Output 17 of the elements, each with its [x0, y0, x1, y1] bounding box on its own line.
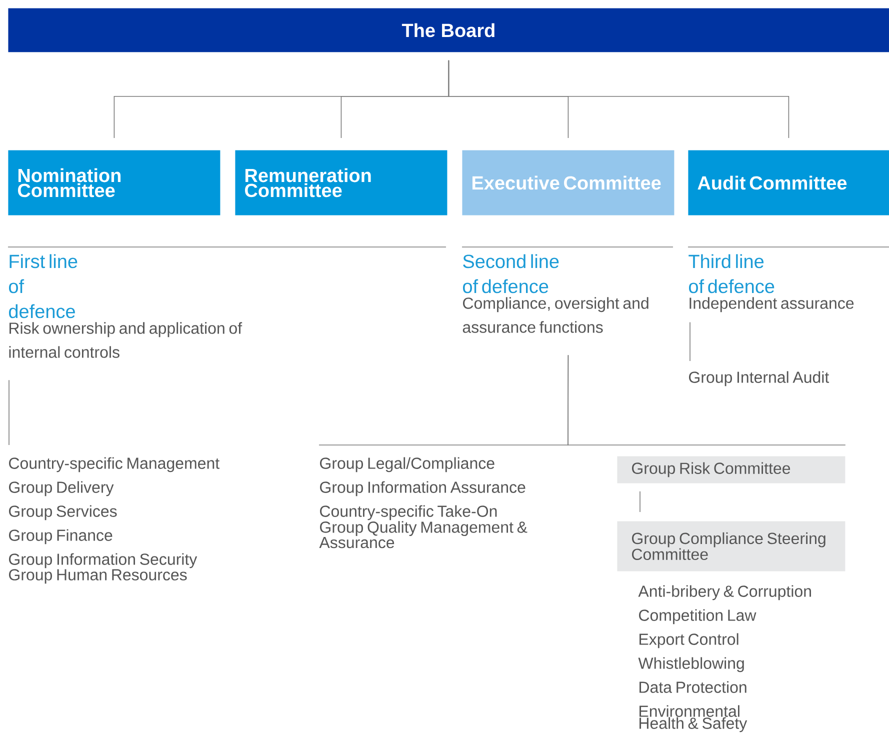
- defence-line-text: Second line of defence Compliance, oversight and assurance functions: [462, 254, 648, 333]
- committee-box: Audit Committee: [688, 150, 889, 216]
- function-list: Anti-bribery & Corruption Competition Law Export Control Whistleblowing Data Protection Environmental Health & Safety: [638, 585, 811, 732]
- defence-line-text: Third line of defence Independent assurance: [688, 254, 854, 312]
- committee-box: Remuneration Committee: [235, 150, 448, 216]
- committee-box: Executive Committee: [462, 150, 674, 216]
- function-list: Country-specific Management Group Delivery Group Services Group Finance Group Information Security Group Human Resources: [9, 457, 220, 584]
- connector-line: [8, 380, 10, 446]
- committee-box: Nomination Committee: [8, 150, 220, 216]
- defence-line-text: First line of defence Risk ownership and application of internal controls: [9, 254, 242, 358]
- committee-box: Group Compliance Steering Committee: [617, 521, 846, 572]
- connector-line: [568, 354, 846, 446]
- board-box: The Board: [8, 8, 889, 52]
- committee-box: Group Risk Committee: [617, 456, 846, 484]
- function-list: Group Internal Audit: [689, 371, 830, 386]
- connector-line: [448, 60, 790, 138]
- function-list: Group Legal/Compliance Group Information Assurance Country-specific Take-On Group Quality Management & Assurance: [319, 457, 528, 548]
